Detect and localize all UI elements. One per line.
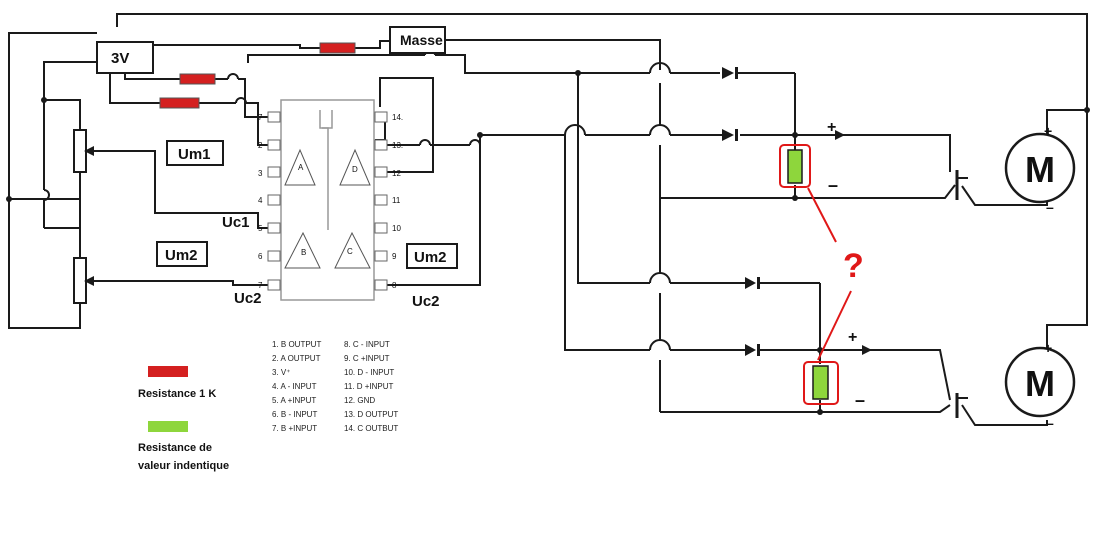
um2-left-label: Um2 bbox=[156, 241, 208, 267]
plus-mark: + bbox=[827, 119, 836, 136]
resistor-1k bbox=[159, 42, 356, 109]
svg-text:3V: 3V bbox=[111, 50, 129, 67]
svg-text:Um2: Um2 bbox=[414, 249, 447, 266]
pin-label-left: 6 bbox=[258, 252, 263, 261]
pin-label-left: 3 bbox=[258, 169, 263, 178]
pin-label-left: 7 bbox=[258, 113, 263, 122]
svg-text:Um1: Um1 bbox=[178, 146, 211, 163]
pin-label-left: 7 bbox=[258, 281, 263, 290]
pinout-item: 3. V⁺ bbox=[272, 368, 290, 377]
pin-label-right: 13. bbox=[392, 141, 403, 150]
um1-label: Um1 bbox=[166, 140, 224, 166]
motor-top-label: M bbox=[1025, 149, 1055, 190]
legend-swatch-green bbox=[148, 421, 188, 432]
pinout-item: 1. B OUTPUT bbox=[272, 340, 321, 349]
pinout-item: 6. B - INPUT bbox=[272, 410, 317, 419]
supply-label: 3V bbox=[96, 41, 154, 74]
legend-label-green-2: valeur indentique bbox=[138, 460, 229, 472]
pinout-item: 14. C OUTBUT bbox=[344, 424, 398, 433]
pinout-item: 5. A +INPUT bbox=[272, 396, 316, 405]
motor-plus: + bbox=[1044, 340, 1052, 356]
opamp-a-letter: A bbox=[298, 163, 304, 172]
uc2-right-label: Uc2 bbox=[412, 293, 440, 310]
diodes bbox=[722, 67, 760, 356]
pinout-item: 11. D +INPUT bbox=[344, 382, 394, 391]
motor-minus: – bbox=[1046, 199, 1054, 215]
opamp-b-letter: B bbox=[301, 248, 306, 257]
chip-pin-numbers: 7 2 3 4 5 6 7 14. 13. 12 11 10 9 8 bbox=[258, 113, 403, 290]
svg-text:Um2: Um2 bbox=[165, 247, 198, 264]
output-arrows bbox=[835, 130, 872, 355]
pin-label-left: 5 bbox=[258, 224, 263, 233]
ground-label: Masse bbox=[389, 26, 446, 54]
pinout-item: 4. A - INPUT bbox=[272, 382, 317, 391]
pin-label-right: 12 bbox=[392, 169, 401, 178]
pin-label-right: 10 bbox=[392, 224, 401, 233]
pin-label-right: 14. bbox=[392, 113, 403, 122]
motor-plus: + bbox=[1044, 123, 1052, 139]
pinout-item: 9. C +INPUT bbox=[344, 354, 390, 363]
motor-top: M bbox=[1004, 132, 1076, 204]
pin-label-left: 2 bbox=[258, 141, 263, 150]
pinout-item: 8. C - INPUT bbox=[344, 340, 390, 349]
motor-bottom-label: M bbox=[1025, 363, 1055, 404]
pin-label-left: 4 bbox=[258, 196, 263, 205]
resistor-identical-bottom bbox=[803, 361, 839, 405]
pinout-item: 12. GND bbox=[344, 396, 375, 405]
minus-mark: – bbox=[828, 175, 838, 195]
pin-label-right: 9 bbox=[392, 252, 397, 261]
potentiometer-top bbox=[73, 129, 94, 173]
legend-label-red: Resistance 1 K bbox=[138, 388, 216, 400]
motor-minus: – bbox=[1046, 415, 1054, 431]
pinout-item: 10. D - INPUT bbox=[344, 368, 394, 377]
uc2-left-label: Uc2 bbox=[234, 290, 262, 307]
legend-label-green-1: Resistance de bbox=[138, 442, 212, 454]
pinout-item: 13. D OUTPUT bbox=[344, 410, 398, 419]
potentiometer-bottom bbox=[73, 257, 94, 304]
pinout-list: 1. B OUTPUT 2. A OUTPUT 3. V⁺ 4. A - INP… bbox=[272, 340, 398, 433]
svg-text:Masse: Masse bbox=[400, 32, 443, 48]
junctions bbox=[6, 70, 1090, 415]
question-pointers bbox=[807, 187, 852, 361]
legend-swatch-red bbox=[148, 366, 188, 377]
um2-right-label: Um2 bbox=[406, 243, 458, 269]
pin-label-right: 11 bbox=[392, 196, 401, 205]
minus-mark: – bbox=[855, 390, 865, 410]
opamp-c-letter: C bbox=[347, 247, 353, 256]
plus-mark: + bbox=[848, 329, 857, 346]
opamp-d-letter: D bbox=[352, 165, 358, 174]
pinout-item: 2. A OUTPUT bbox=[272, 354, 321, 363]
motor-bottom: M bbox=[1004, 346, 1076, 418]
pin-label-right: 8 bbox=[392, 281, 397, 290]
quad-opamp-chip: A D B C bbox=[267, 99, 388, 301]
uc1-label: Uc1 bbox=[222, 214, 250, 231]
question-mark: ? bbox=[843, 247, 864, 285]
pinout-item: 7. B +INPUT bbox=[272, 424, 317, 433]
resistor-identical-top bbox=[779, 144, 811, 188]
legend: Resistance 1 K Resistance de valeur inde… bbox=[138, 366, 229, 472]
wires bbox=[8, 13, 1088, 426]
